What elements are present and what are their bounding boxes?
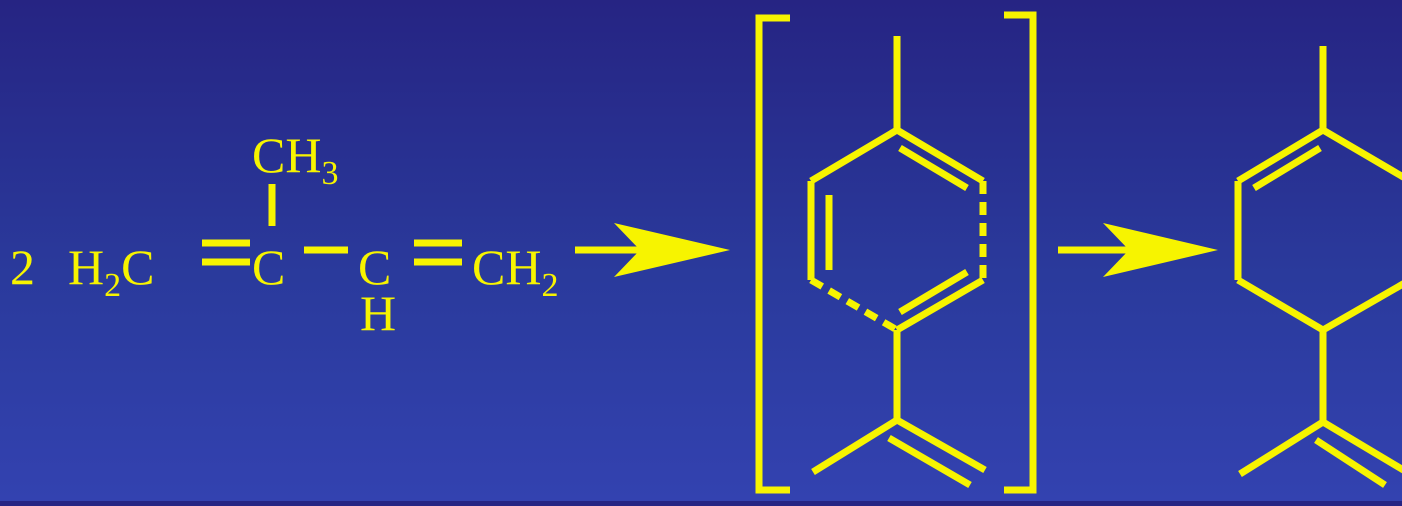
methyl-ch: CH — [252, 127, 321, 183]
carbon-3: C — [358, 239, 391, 295]
product-bond-c1-c6 — [1321, 126, 1402, 181]
ts-bond-c1-c2-inner — [898, 144, 969, 192]
methylene-ch: CH — [472, 239, 541, 295]
methylene-subscript: 2 — [541, 267, 558, 304]
product-bond-isopropenyl-ch2 — [1321, 418, 1402, 474]
bracket-left — [755, 14, 790, 494]
methyl-group: CH3 — [252, 127, 338, 192]
ts-bond-isopropenyl-ch2-inner — [887, 434, 972, 489]
h2c-subscript: 2 — [104, 267, 121, 304]
h2c-h: H — [68, 239, 104, 295]
ts-bond-c3-c4 — [895, 276, 985, 334]
ts-bond-isopropenyl-methyl — [811, 417, 899, 475]
product-bond-c3-c4 — [1236, 276, 1325, 334]
methylene-group: CH2 — [472, 239, 558, 304]
ts-bond-isopropenyl-ch2 — [895, 416, 987, 474]
product-bond-isopropenyl-methyl — [1238, 419, 1325, 477]
stoichiometric-coefficient: 2 — [10, 239, 35, 295]
ts-bond-c1-c6 — [809, 126, 899, 185]
product-bond-isopropenyl-ch2-inner — [1314, 437, 1387, 488]
carbon-3-hydrogen: H — [360, 285, 396, 341]
carbon-2: C — [252, 239, 285, 295]
product-bond-c1-c2 — [1236, 126, 1325, 185]
ts-bond-c1-c2 — [895, 126, 985, 185]
ts-bond-c5-c4-partial — [809, 276, 899, 334]
bracket-right — [1004, 11, 1037, 494]
methyl-subscript: 3 — [321, 155, 338, 192]
product-bond-c1-c2-inner — [1252, 145, 1322, 191]
reaction-arrow-2-head — [1103, 223, 1218, 277]
reaction-arrow-1-head — [614, 223, 730, 277]
h2c-c: C — [121, 239, 154, 295]
ts-bond-c3-c4-inner — [898, 268, 969, 316]
h2c-group: H2C — [68, 239, 154, 304]
product-bond-c4-c5 — [1321, 280, 1402, 334]
